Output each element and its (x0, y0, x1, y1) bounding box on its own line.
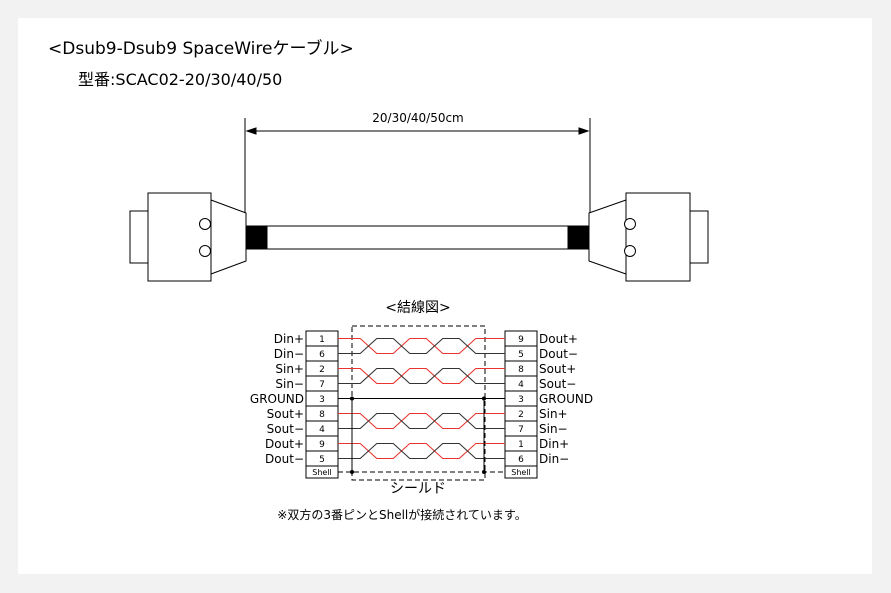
right-shell-box (504, 465, 538, 479)
left-signal-name: Dout− (265, 452, 304, 466)
left-shell-label: Shell (312, 468, 332, 477)
right-signal-name: Sout− (539, 377, 576, 391)
left-pin-number: 9 (319, 440, 325, 450)
left-signal-name: Din+ (274, 332, 304, 346)
twisted-pair-wire-positive (338, 442, 505, 460)
model-label: 型番: (78, 70, 116, 89)
left-signal-name: Sout+ (267, 407, 304, 421)
right-pin-number: 5 (518, 350, 524, 360)
left-signal-name: Din− (274, 347, 304, 361)
twisted-pair-wire-negative (338, 367, 505, 385)
left-signal-name: GROUND (250, 392, 304, 406)
cable-diagram: 20/30/40/50cm <結線図> 1Din+6Din−2Sin+7Sin−… (129, 111, 709, 522)
wiring-title: <結線図> (385, 300, 450, 316)
twisted-pair-wire-negative (338, 337, 505, 355)
right-signal-name: Dout− (539, 347, 578, 361)
left-signal-name: Sin− (275, 377, 304, 391)
cable-body (245, 225, 590, 250)
model-line: 型番:SCAC02-20/30/40/50 (78, 66, 282, 90)
left-pin-number: 5 (319, 455, 325, 465)
right-signal-name: Din+ (539, 437, 569, 451)
twisted-pair-wire-positive (338, 412, 505, 430)
right-pin-number: 9 (518, 335, 524, 345)
right-pin-number: 7 (518, 425, 524, 435)
right-pin-number: 1 (518, 440, 524, 450)
left-pin-number: 4 (319, 425, 325, 435)
right-shell-label: Shell (511, 468, 531, 477)
right-signal-name: Dout+ (539, 332, 578, 346)
twisted-pair-wire-negative (338, 442, 505, 460)
right-pin-number: 4 (518, 380, 524, 390)
wiring-diagram: 1Din+6Din−2Sin+7Sin−3GROUND8Sout+4Sout−9… (250, 325, 593, 481)
left-pin-number: 2 (319, 365, 325, 375)
left-pin-number: 3 (319, 395, 325, 405)
right-signal-name: Din− (539, 452, 569, 466)
left-pin-number: 7 (319, 380, 325, 390)
right-signal-name: Sout+ (539, 362, 576, 376)
right-signal-name: Sin− (539, 422, 568, 436)
shield-label: シールド (390, 481, 446, 497)
shell-junction (350, 470, 354, 474)
model-number: SCAC02-20/30/40/50 (115, 70, 283, 89)
left-pin-number: 8 (319, 410, 325, 420)
drawing-sheet: <Dsub9-Dsub9 SpaceWireケーブル> 型番:SCAC02-20… (18, 18, 872, 574)
right-pin-number: 8 (518, 365, 524, 375)
left-connector (129, 192, 247, 282)
right-pin-number: 6 (518, 455, 524, 465)
length-label: 20/30/40/50cm (372, 111, 464, 125)
right-signal-name: Sin+ (539, 407, 568, 421)
twisted-pair-wire-positive (338, 367, 505, 385)
left-pin-number: 6 (319, 350, 325, 360)
left-signal-name: Sin+ (275, 362, 304, 376)
right-connector (588, 192, 709, 282)
footnote: ※双方の3番ピンとShellが接続されています。 (277, 507, 526, 522)
left-pin-number: 1 (319, 335, 325, 345)
twisted-pair-wire-negative (338, 412, 505, 430)
left-signal-name: Sout− (267, 422, 304, 436)
right-pin-number: 2 (518, 410, 524, 420)
shell-junction (482, 470, 486, 474)
right-signal-name: GROUND (539, 392, 593, 406)
page-title: <Dsub9-Dsub9 SpaceWireケーブル> (48, 39, 354, 59)
left-signal-name: Dout+ (265, 437, 304, 451)
right-pin-number: 3 (518, 395, 524, 405)
twisted-pair-wire-positive (338, 337, 505, 355)
length-dimension (244, 118, 591, 218)
